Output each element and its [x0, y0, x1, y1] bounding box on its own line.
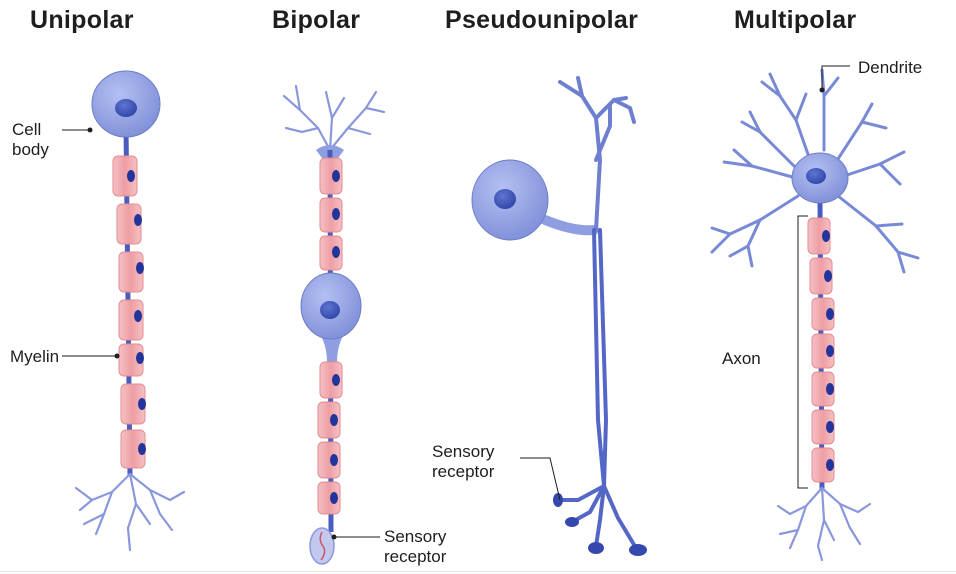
unipolar-axon-terminals	[76, 474, 184, 550]
multipolar-axon-terminals	[778, 488, 870, 560]
multipolar-myelin-sheath	[808, 218, 834, 482]
pseudounipolar-nucleus	[494, 189, 516, 209]
pseudounipolar-central-branch	[558, 230, 636, 548]
pseudounipolar-peripheral-branch	[560, 78, 634, 230]
unipolar-myelin-sheath	[113, 156, 146, 468]
multipolar-neuron	[712, 66, 918, 560]
unipolar-neuron	[76, 71, 184, 550]
axon-bracket	[798, 216, 808, 488]
pseudounipolar-neuron	[472, 78, 647, 556]
multipolar-nucleus	[806, 168, 826, 184]
bipolar-neuron	[284, 86, 384, 564]
bipolar-dendrites	[284, 86, 384, 150]
leader-line-sensory-pseudo	[520, 458, 560, 500]
unipolar-nucleus	[115, 99, 137, 117]
leader-lines-unipolar	[62, 128, 120, 359]
pseudounipolar-stem	[545, 220, 594, 230]
bipolar-nucleus	[320, 301, 340, 319]
